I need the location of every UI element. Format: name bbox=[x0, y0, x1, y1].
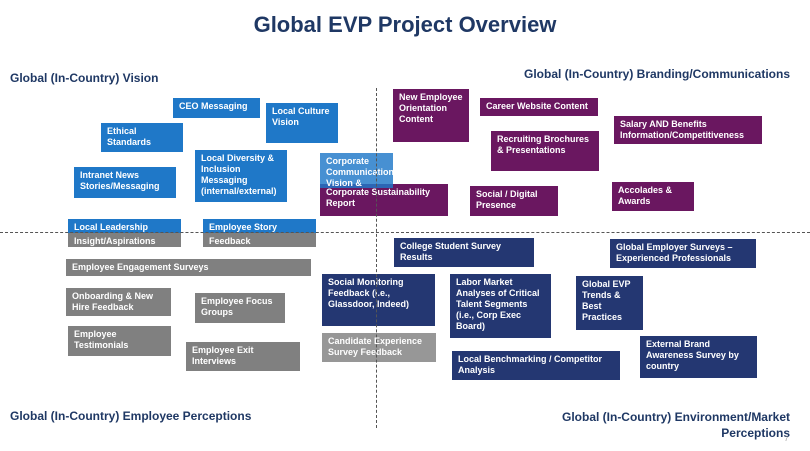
accolades-awards-box: Accolades & Awards bbox=[612, 182, 694, 211]
intranet-news-box: Intranet News Stories/Messaging bbox=[74, 167, 176, 198]
global-employer-surveys-box: Global Employer Surveys – Experienced Pr… bbox=[610, 239, 756, 268]
page-number: 7 bbox=[784, 437, 788, 443]
salary-benefits-box: Salary AND Benefits Information/Competit… bbox=[614, 116, 762, 144]
quadrant-label-employee-perceptions: Global (In-Country) Employee Perceptions bbox=[10, 409, 252, 423]
corporate-communications-box: Corporate Communications Vision & Brand bbox=[320, 153, 393, 188]
feedback-box: Feedback bbox=[203, 233, 316, 247]
employee-story-box: Employee Story bbox=[203, 219, 316, 233]
local-diversity-box: Local Diversity & Inclusion Messaging (i… bbox=[195, 150, 287, 202]
onboarding-feedback-box: Onboarding & New Hire Feedback bbox=[66, 288, 171, 316]
social-monitoring-box: Social Monitoring Feedback (i.e., Glassd… bbox=[322, 274, 435, 326]
testimonials-box: Employee Testimonials bbox=[68, 326, 171, 356]
quadrant-label-vision: Global (In-Country) Vision bbox=[10, 71, 159, 85]
recruiting-brochures-box: Recruiting Brochures & Presentations bbox=[491, 131, 599, 171]
vertical-divider bbox=[376, 88, 377, 428]
page-title: Global EVP Project Overview bbox=[253, 12, 557, 37]
local-leadership-box: Local Leadership bbox=[68, 219, 181, 233]
college-survey-box: College Student Survey Results bbox=[394, 238, 534, 267]
quadrant-label-environment: Global (In-Country) Environment/Market P… bbox=[561, 410, 790, 440]
ethical-standards-box: Ethical Standards bbox=[101, 123, 183, 152]
global-evp-trends-box: Global EVP Trends & Best Practices bbox=[576, 276, 643, 330]
insight-aspirations-box: Insight/Aspirations bbox=[68, 233, 181, 247]
corporate-sustainability-box: Corporate Sustainability Report bbox=[320, 184, 448, 216]
horizontal-divider bbox=[0, 232, 810, 233]
external-brand-box: External Brand Awareness Survey by count… bbox=[640, 336, 757, 378]
candidate-experience-box: Candidate Experience Survey Feedback bbox=[322, 333, 436, 362]
engagement-surveys-box: Employee Engagement Surveys bbox=[66, 259, 311, 276]
labor-market-box: Labor Market Analyses of Critical Talent… bbox=[450, 274, 551, 338]
career-website-box: Career Website Content bbox=[480, 98, 598, 116]
quadrant-label-branding: Global (In-Country) Branding/Communicati… bbox=[524, 67, 790, 81]
local-culture-vision-box: Local Culture Vision bbox=[266, 103, 338, 143]
social-digital-box: Social / Digital Presence bbox=[470, 186, 558, 216]
local-benchmarking-box: Local Benchmarking / Competitor Analysis bbox=[452, 351, 620, 380]
focus-groups-box: Employee Focus Groups bbox=[195, 293, 285, 323]
new-employee-orientation-box: New Employee Orientation Content bbox=[393, 89, 469, 142]
ceo-messaging-box: CEO Messaging bbox=[173, 98, 260, 118]
exit-interviews-box: Employee Exit Interviews bbox=[186, 342, 300, 371]
